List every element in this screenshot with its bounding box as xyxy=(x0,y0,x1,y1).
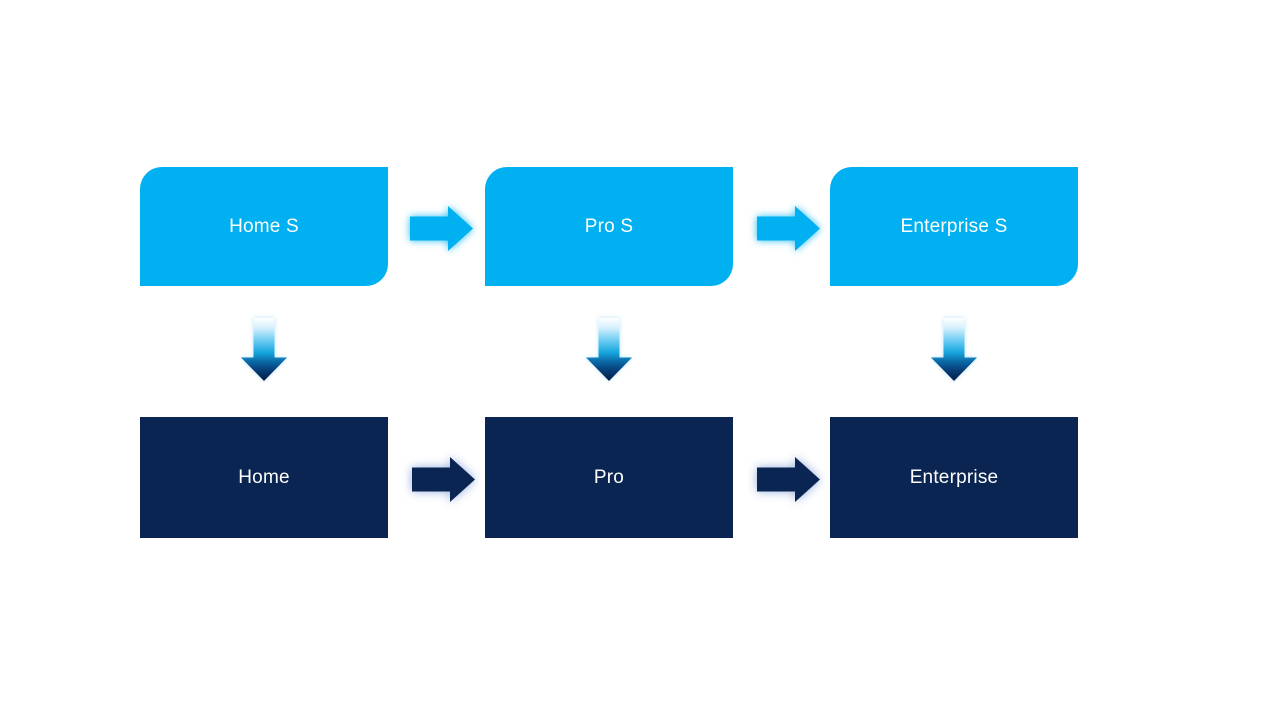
node-enterprise-s: Enterprise S xyxy=(830,167,1078,286)
node-label: Enterprise xyxy=(909,466,999,488)
node-home-s: Home S xyxy=(140,167,388,286)
node-label: Pro S xyxy=(584,215,634,237)
down-arrow-icon xyxy=(241,318,287,381)
right-arrow-icon xyxy=(757,457,820,502)
down-arrow-icon xyxy=(586,318,632,381)
right-arrow-icon xyxy=(412,457,475,502)
node-pro: Pro xyxy=(485,417,733,538)
right-arrow-icon xyxy=(410,206,473,251)
node-label: Home xyxy=(238,466,290,488)
node-label: Home S xyxy=(229,215,299,237)
node-label: Pro xyxy=(593,466,625,488)
node-label: Enterprise S xyxy=(900,215,1008,237)
node-pro-s: Pro S xyxy=(485,167,733,286)
right-arrow-icon xyxy=(757,206,820,251)
node-home: Home xyxy=(140,417,388,538)
node-enterprise: Enterprise xyxy=(830,417,1078,538)
down-arrow-icon xyxy=(931,318,977,381)
